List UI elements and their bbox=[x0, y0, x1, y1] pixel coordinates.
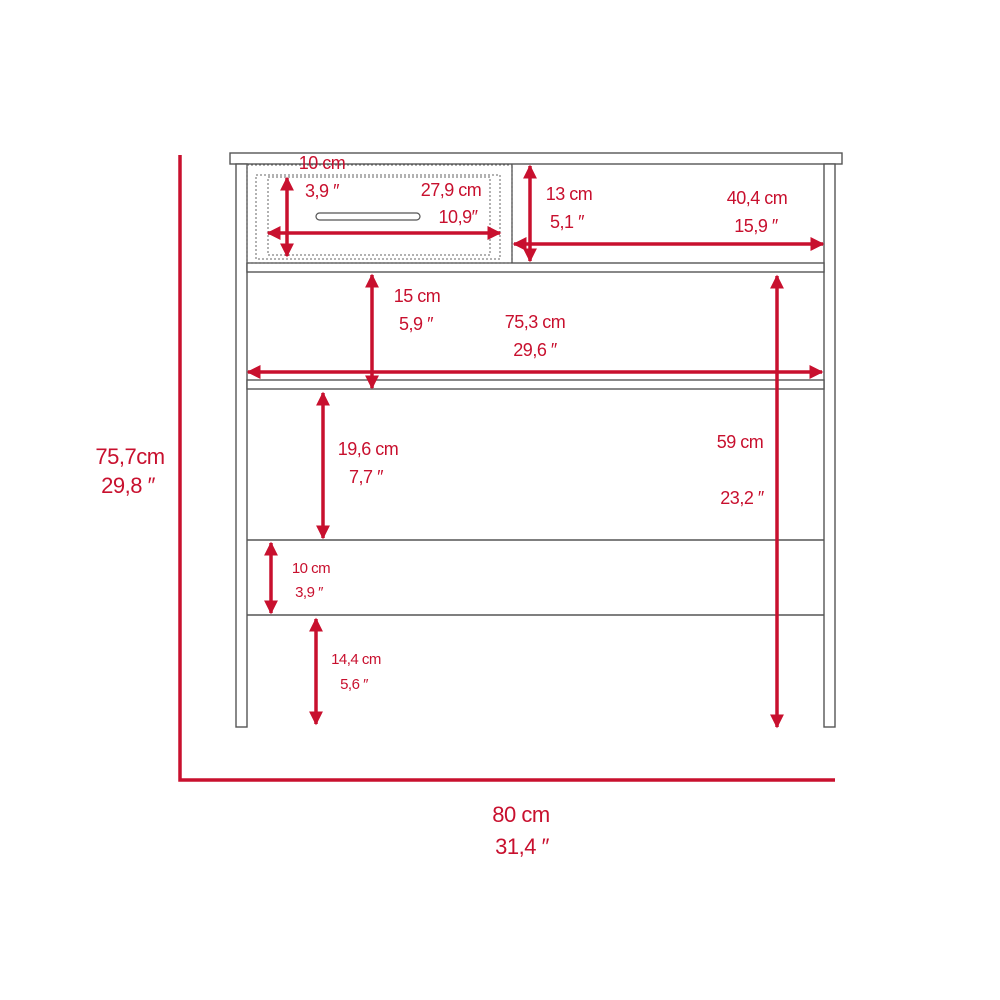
top-shelf-height-cm: 59 cm bbox=[717, 432, 764, 452]
middle-shelf-cm: 19,6 cm bbox=[338, 439, 399, 459]
lower-shelf-in: 3,9 ″ bbox=[295, 584, 324, 601]
cubby-width-in: 15,9 ″ bbox=[734, 216, 779, 236]
lower-shelf-cm: 10 cm bbox=[292, 560, 330, 577]
cubby-height-cm: 13 cm bbox=[546, 184, 593, 204]
cubby-height-in: 5,1 ″ bbox=[550, 212, 585, 232]
floor-clearance-cm: 14,4 cm bbox=[331, 651, 381, 668]
inner-width-cm: 75,3 cm bbox=[505, 312, 566, 332]
shelf-1 bbox=[246, 262, 825, 273]
shelf-2 bbox=[246, 379, 825, 390]
drawer-handle bbox=[315, 212, 421, 221]
right-leg bbox=[823, 163, 836, 728]
top-shelf-height-in: 23,2 ″ bbox=[720, 488, 765, 508]
drawer-width-cm: 27,9 cm bbox=[421, 180, 482, 200]
middle-shelf-in: 7,7 ″ bbox=[349, 467, 384, 487]
overall-width-in: 31,4 ″ bbox=[495, 834, 549, 859]
drawer-height-in: 3,9 ″ bbox=[305, 181, 340, 201]
upper-shelf-in: 5,9 ″ bbox=[399, 314, 434, 334]
overall-axes bbox=[178, 155, 835, 782]
overall-width-cm: 80 cm bbox=[492, 802, 549, 827]
overall-height-in: 29,8 ″ bbox=[101, 473, 155, 498]
floor-clearance-in: 5,6 ″ bbox=[340, 676, 369, 693]
drawer bbox=[246, 164, 513, 264]
inner-width-in: 29,6 ″ bbox=[513, 340, 558, 360]
cubby-width-cm: 40,4 cm bbox=[727, 188, 788, 208]
left-leg bbox=[235, 163, 248, 728]
dimension-labels: 75,7cm 29,8 ″ 80 cm 31,4 ″ 10 cm 3,9 ″ 2… bbox=[95, 153, 787, 859]
console-table-drawing bbox=[229, 152, 843, 728]
upper-shelf-cm: 15 cm bbox=[394, 286, 441, 306]
table-top bbox=[229, 152, 843, 165]
drawer-width-in: 10,9″ bbox=[439, 207, 479, 227]
overall-height-cm: 75,7cm bbox=[95, 444, 164, 469]
dimension-lines bbox=[178, 155, 835, 782]
drawer-height-cm: 10 cm bbox=[299, 153, 346, 173]
